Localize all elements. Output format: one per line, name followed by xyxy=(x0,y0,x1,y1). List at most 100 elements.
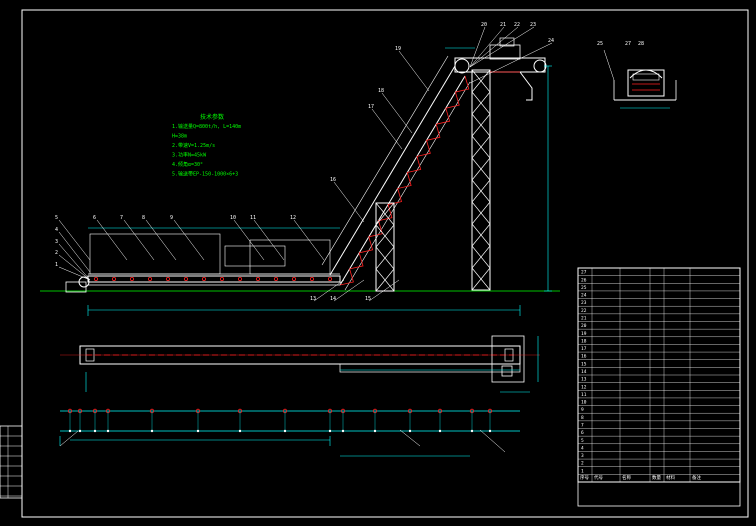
notes-title: 技术参数 xyxy=(200,113,224,121)
idler-mark xyxy=(94,276,99,281)
bom-footer-cell: 序号 xyxy=(580,474,589,481)
support-tower-tall xyxy=(471,69,491,291)
plan-view xyxy=(60,335,540,393)
callout-label: 18 xyxy=(378,88,384,94)
bom-row-number: 20 xyxy=(581,323,587,329)
callout-label: 17 xyxy=(368,104,374,110)
bom-row-number: 26 xyxy=(581,277,587,283)
callout-label: 1 xyxy=(55,262,58,268)
bom-row-number: 17 xyxy=(581,346,587,352)
idler-mark xyxy=(112,276,117,281)
idler-mark xyxy=(273,276,278,281)
callout-label: 12 xyxy=(290,215,296,221)
callout-label: 16 xyxy=(330,177,336,183)
chute-cover-1 xyxy=(89,233,221,275)
callout-label: 10 xyxy=(230,215,236,221)
note-line: 3.功率N=45kW xyxy=(172,152,207,159)
bill-of-materials: 2726252423222120191817161514131211109876… xyxy=(577,267,741,507)
bom-row-number: 18 xyxy=(581,338,587,344)
bom-row-number: 7 xyxy=(581,423,584,429)
note-line: 1.输送量Q=800t/h, L=140m xyxy=(172,123,241,130)
bom-row-number: 4 xyxy=(581,445,584,451)
bom-row-number: 1 xyxy=(581,468,584,474)
incline-cover xyxy=(321,55,449,266)
callout-label: 28 xyxy=(638,41,644,47)
tail-frame xyxy=(65,281,87,293)
idlers-horizontal xyxy=(94,276,332,281)
callout-label: 23 xyxy=(530,22,536,28)
bom-footer-cell: 名称 xyxy=(622,474,631,481)
idler-mark xyxy=(165,276,170,281)
callout-label: 5 xyxy=(55,215,58,221)
idler-mark xyxy=(201,276,206,281)
idler-marks xyxy=(67,408,493,433)
elevation-dimensions xyxy=(87,47,552,316)
bom-row-number: 6 xyxy=(581,430,584,436)
bom-footer-cell: 代号 xyxy=(594,474,603,481)
idler-mark xyxy=(291,276,296,281)
note-line: 2.带速V=1.25m/s xyxy=(172,143,215,149)
callout-label: 9 xyxy=(170,215,173,221)
note-line: 5.输送带EP-150-1000×6+3 xyxy=(172,171,238,178)
bom-row-number: 19 xyxy=(581,331,587,337)
idler-mark xyxy=(255,276,260,281)
support-tower-short xyxy=(375,202,395,292)
technical-notes: 技术参数 1.输送量Q=800t/h, L=140m H=38m 2.带速V=1.… xyxy=(172,113,241,178)
idler-mark xyxy=(129,276,134,281)
incline-belt-lower xyxy=(339,75,466,286)
callout-label: 21 xyxy=(500,22,506,28)
note-line: H=38m xyxy=(172,134,187,140)
callout-label: 19 xyxy=(395,46,401,52)
bom-row-number: 2 xyxy=(581,461,584,467)
bom-row-number: 5 xyxy=(581,438,584,444)
bom-footer-cell: 备注 xyxy=(692,474,701,481)
bom-row-number: 16 xyxy=(581,354,587,360)
bom-row-number: 23 xyxy=(581,300,587,306)
bom-row-number: 9 xyxy=(581,407,584,413)
callout-label: 7 xyxy=(120,215,123,221)
bom-row-number: 12 xyxy=(581,384,587,390)
callout-label: 3 xyxy=(55,239,58,245)
callout-leaders xyxy=(58,26,553,302)
bom-row-number: 27 xyxy=(581,270,587,276)
bom-row-number: 24 xyxy=(581,293,587,299)
callout-label: 2 xyxy=(55,250,58,256)
idler-mark xyxy=(147,276,152,281)
incline-belt-upper xyxy=(329,65,456,276)
idler-layout xyxy=(59,408,520,457)
callout-label: 25 xyxy=(597,41,603,47)
bom-footer-cell: 数量 xyxy=(652,474,661,481)
callout-label: 27 xyxy=(625,41,631,47)
bom-row-number: 3 xyxy=(581,453,584,459)
bom-row-number: 25 xyxy=(581,285,587,291)
chute-cover-2 xyxy=(224,245,286,267)
idler-mark xyxy=(183,276,188,281)
idler-mark xyxy=(309,276,314,281)
idler-mark xyxy=(327,276,332,281)
bom-row-number: 10 xyxy=(581,400,587,406)
callout-label: 13 xyxy=(310,296,316,302)
callout-label: 24 xyxy=(548,38,554,44)
bom-row-number: 15 xyxy=(581,361,587,367)
side-detail-view: 25 27 28 xyxy=(597,41,677,109)
callout-label: 11 xyxy=(250,215,256,221)
horizontal-conveyor-frame xyxy=(87,275,341,283)
callout-label: 22 xyxy=(514,22,520,28)
bom-row-number: 21 xyxy=(581,316,587,322)
bom-row-number: 22 xyxy=(581,308,587,314)
side-callouts: 25 27 28 xyxy=(597,41,644,47)
incline-truss xyxy=(339,75,470,286)
bom-row-number: 13 xyxy=(581,377,587,383)
bom-row-number: 8 xyxy=(581,415,584,421)
callout-label: 20 xyxy=(481,22,487,28)
note-line: 4.倾角α=30° xyxy=(172,161,203,168)
callout-label: 15 xyxy=(365,296,371,302)
callout-label: 8 xyxy=(142,215,145,221)
idler-mark xyxy=(237,276,242,281)
head-drive xyxy=(454,37,547,101)
bom-footer-cell: 材料 xyxy=(666,474,675,481)
callout-label: 14 xyxy=(330,296,336,302)
